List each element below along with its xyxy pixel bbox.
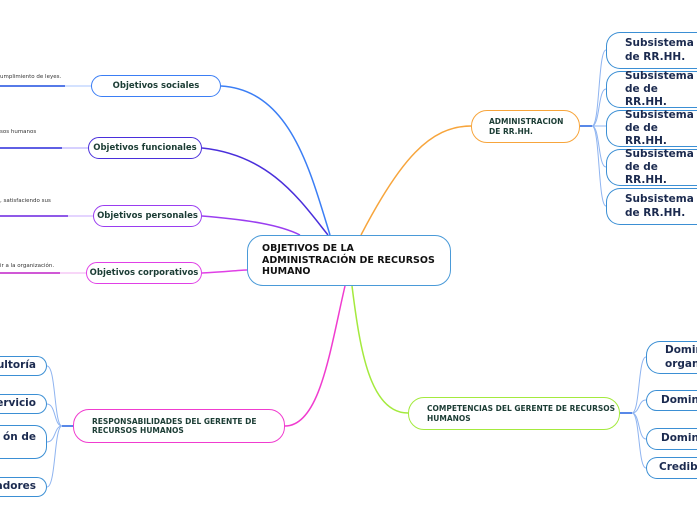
subsystem-node[interactable]: Subsistema de RR.HH. xyxy=(606,32,697,69)
note-funcionales: sos humanos xyxy=(0,129,37,135)
note-personales: , satisfaciendo sus xyxy=(0,198,51,204)
central-topic[interactable]: OBJETIVOS DE LA ADMINISTRACIÓN DE RECURS… xyxy=(247,235,451,286)
link-sociales xyxy=(220,85,331,236)
node-administracion[interactable]: ADMINISTRACION DE RR.HH. xyxy=(471,110,580,143)
subsystem-node[interactable]: Subsistema de de RR.HH. xyxy=(606,70,697,108)
node-objetivos-personales[interactable]: Objetivos personales xyxy=(93,205,202,227)
node-objetivos-funcionales[interactable]: Objetivos funcionales xyxy=(88,137,202,159)
note-sociales: umplimiento de leyes. xyxy=(0,74,62,80)
link-funcionales xyxy=(201,147,329,236)
responsibility-node[interactable]: ón de xyxy=(0,425,47,459)
subsystem-node[interactable]: Subsistema de de RR.HH. xyxy=(606,109,697,147)
competency-node[interactable]: Credibil xyxy=(646,457,697,479)
competency-node[interactable]: Dominio xyxy=(646,428,697,450)
subsystem-node[interactable]: Subsistema de RR.HH. xyxy=(606,188,697,225)
link-responsabilidades xyxy=(284,285,346,427)
responsibility-node[interactable]: ultoría xyxy=(0,356,47,376)
link-administracion xyxy=(360,125,472,236)
competency-node[interactable]: Domin organi xyxy=(646,341,697,374)
node-objetivos-sociales[interactable]: Objetivos sociales xyxy=(91,75,221,97)
note-corporativos: ir a la organización. xyxy=(0,263,55,269)
link-competencias xyxy=(351,285,409,414)
responsibility-node[interactable]: Servicio xyxy=(0,394,47,414)
subsystem-node[interactable]: Subsistema de de RR.HH. xyxy=(606,148,697,186)
node-objetivos-corporativos[interactable]: Objetivos corporativos xyxy=(86,262,202,284)
responsibility-node[interactable]: adores xyxy=(0,477,47,497)
link-personales xyxy=(201,215,301,236)
competency-node[interactable]: Dominio xyxy=(646,390,697,411)
node-responsabilidades[interactable]: RESPONSABILIDADES DEL GERENTE DE RECURSO… xyxy=(73,409,285,443)
link-corporativos xyxy=(201,269,248,274)
node-competencias[interactable]: COMPETENCIAS DEL GERENTE DE RECURSOS HUM… xyxy=(408,397,620,430)
